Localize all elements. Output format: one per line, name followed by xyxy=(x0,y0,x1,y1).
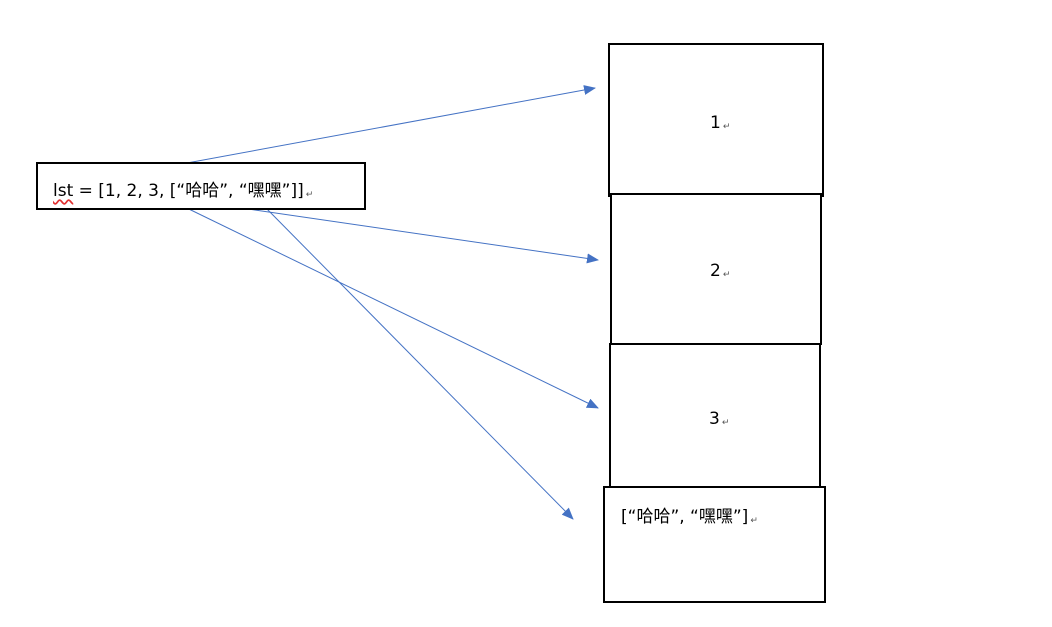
cell-value: 1↵ xyxy=(710,113,731,133)
memory-cell-2: 2↵ xyxy=(610,193,822,345)
cell-value: [“哈哈”, “嘿嘿”]↵ xyxy=(621,507,758,527)
cell-value: 3↵ xyxy=(709,409,730,429)
paragraph-mark-icon: ↵ xyxy=(721,418,730,428)
paragraph-mark-icon: ↵ xyxy=(750,516,758,526)
memory-cell-4: [“哈哈”, “嘿嘿”]↵ xyxy=(603,486,826,603)
lst-variable: lst xyxy=(53,181,74,201)
arrow-to-cell-4 xyxy=(264,206,574,520)
cell-value: 2↵ xyxy=(710,261,731,281)
paragraph-mark-icon: ↵ xyxy=(722,270,731,280)
memory-cell-1: 1↵ xyxy=(608,43,824,197)
paragraph-mark-icon: ↵ xyxy=(722,122,731,132)
list-literal: = [1, 2, 3, [“哈哈”, “嘿嘿”]] xyxy=(73,181,304,201)
code-text: lst = [1, 2, 3, [“哈哈”, “嘿嘿”]]↵ xyxy=(53,176,313,201)
memory-cell-3: 3↵ xyxy=(609,343,821,488)
code-box: lst = [1, 2, 3, [“哈哈”, “嘿嘿”]]↵ xyxy=(36,162,366,210)
arrow-to-cell-3 xyxy=(159,194,599,409)
paragraph-mark-icon: ↵ xyxy=(305,190,314,200)
arrow-to-cell-1 xyxy=(115,85,596,177)
